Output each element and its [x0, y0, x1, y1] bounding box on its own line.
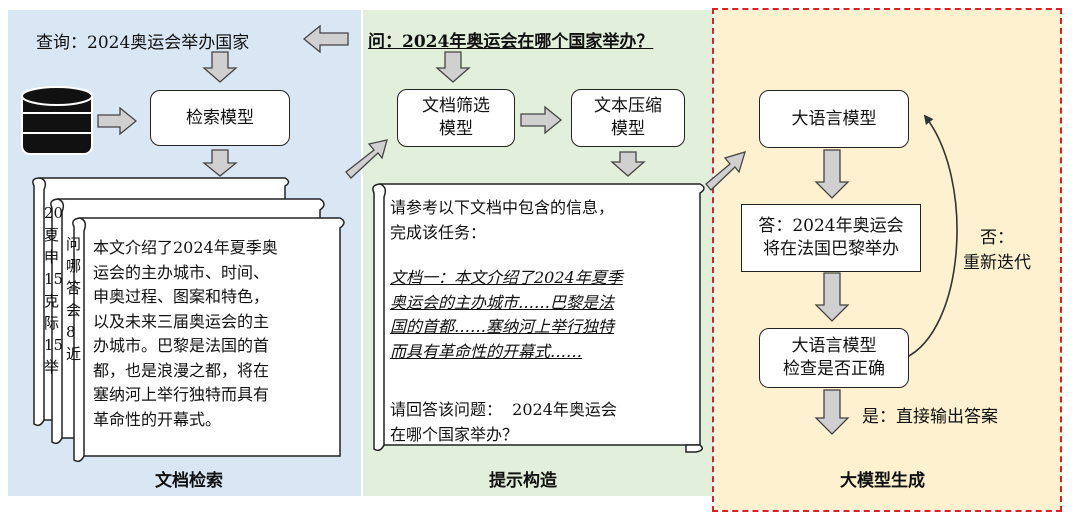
- document-text: 本文介绍了2024年夏季奥 运会的主办城市、时间、 申奥过程、图案和特色， 以及…: [93, 238, 278, 429]
- filter-model-box: 文档筛选 模型: [397, 89, 515, 147]
- answer-box: 答：2024年奥运会 将在法国巴黎举办: [741, 204, 921, 272]
- retrieval-model-box: 检索模型: [150, 90, 290, 146]
- prompt-caption: 提示构造: [489, 471, 557, 491]
- question-text: 问：2024年奥运会在哪个国家举办？: [368, 32, 654, 52]
- check-box: 大语言模型 检查是否正确: [759, 328, 909, 388]
- llm-label: 大语言模型: [791, 108, 877, 129]
- scroll-edge-text-1: 20 夏 申 15 克 际 15 举: [44, 204, 64, 376]
- prompt-instruction: 请参考以下文档中包含的信息， 完成该任务：: [390, 198, 615, 242]
- arrow-llm-down: [814, 149, 850, 199]
- arrow-query-down: [202, 51, 238, 83]
- arrow-db-to-model: [97, 106, 138, 136]
- query-text: 查询：2024奥运会举办国家: [36, 33, 250, 53]
- arrow-question-down: [435, 51, 471, 83]
- arrow-prompt-to-llm: [705, 151, 746, 191]
- prompt-document-excerpt: 文档一：本文介绍了2024年夏季 奥运会的主办城市……巴黎是法 国的首都……塞纳…: [390, 268, 623, 361]
- filter-model-label: 文档筛选 模型: [422, 96, 490, 139]
- retry-label: 否： 重新迭代: [963, 228, 1031, 273]
- retrieval-caption: 文档检索: [155, 471, 223, 491]
- scroll-edge-text-2: 问 哪 答 会 8 近: [66, 235, 82, 363]
- llm-box: 大语言模型: [759, 90, 909, 148]
- output-label: 是：直接输出答案: [862, 407, 998, 427]
- compress-model-box: 文本压缩 模型: [571, 89, 685, 147]
- generation-caption: 大模型生成: [840, 471, 925, 491]
- prompt-scroll: [372, 183, 705, 453]
- scroll-documents: [32, 177, 345, 463]
- arrow-answer-down: [814, 272, 850, 322]
- check-label: 大语言模型 检查是否正确: [783, 336, 885, 379]
- retrieval-model-label: 检索模型: [186, 107, 254, 128]
- arrow-filter-to-compress: [520, 105, 563, 135]
- arrow-retry-loop: [904, 114, 958, 359]
- database-icon: [21, 86, 93, 155]
- arrow-question-to-query: [302, 24, 349, 54]
- arrow-compress-down: [610, 151, 646, 177]
- prompt-ask: 请回答该问题： 2024年奥运会 在哪个国家举办？: [390, 400, 617, 444]
- generation-panel-dashed-border: [712, 8, 1062, 512]
- arrow-check-down: [814, 389, 850, 435]
- arrow-docs-to-filter: [345, 139, 388, 179]
- arrow-model-down: [202, 149, 238, 177]
- answer-text: 答：2024年奥运会 将在法国巴黎举办: [758, 216, 904, 259]
- compress-model-label: 文本压缩 模型: [594, 96, 662, 139]
